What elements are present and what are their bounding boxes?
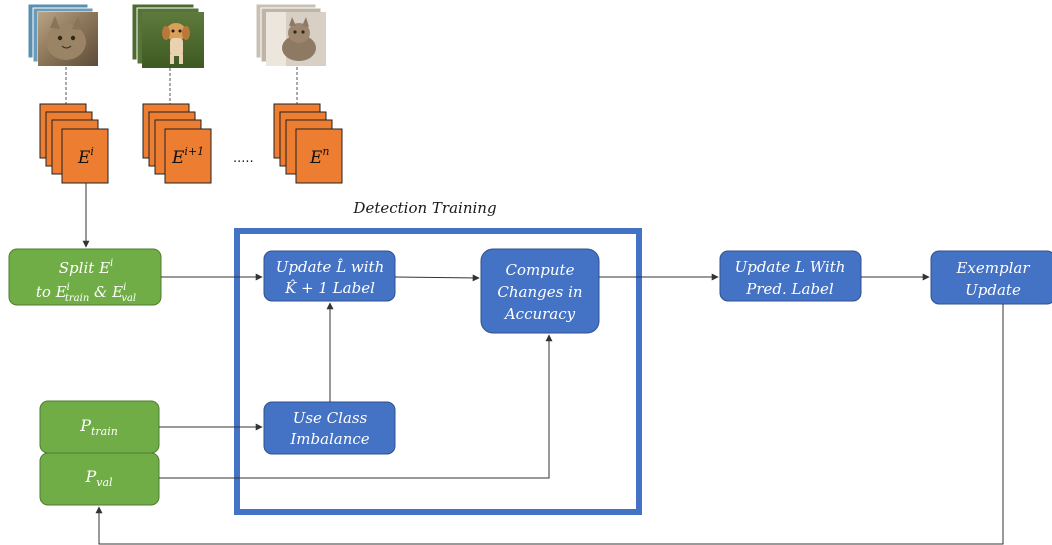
cat-photo-stack <box>27 3 99 67</box>
section-title: Detection Training <box>352 199 496 217</box>
update-l-line2: Pred. Label <box>745 280 834 298</box>
arrow-update-lhat-to-compute <box>394 274 480 282</box>
class-imbalance-line1: Use Class <box>293 409 368 427</box>
update-lhat-box: Update L̂ with K̂ + 1 Label <box>263 250 396 302</box>
ellipsis: ..... <box>233 151 254 166</box>
arrow-pval-to-compute <box>159 334 553 479</box>
split-box-line1: Split Ei <box>59 258 113 277</box>
arrow-exemplar-to-pval <box>95 304 1004 545</box>
cat-photo-stack-2 <box>255 3 326 66</box>
update-l-box: Update L With Pred. Label <box>719 250 862 302</box>
exemplar-line2: Update <box>965 281 1021 299</box>
p-train-box: Ptrain <box>39 400 160 454</box>
compute-box: Compute Changes in Accuracy <box>480 248 600 334</box>
class-imbalance-line2: Imbalance <box>289 430 369 448</box>
compute-line2: Changes in <box>497 283 582 301</box>
dog-photo-stack <box>131 3 204 68</box>
stack-label-third-base: E <box>309 148 323 168</box>
p-val-label: Pval <box>84 467 113 489</box>
class-imbalance-box: Use Class Imbalance <box>263 401 396 455</box>
update-lhat-line1: Update L̂ with <box>276 258 385 276</box>
feature-stack-third: En <box>273 103 343 184</box>
exemplar-line1: Exemplar <box>955 259 1030 277</box>
stack-label-third-sup: n <box>322 145 329 158</box>
stack-label-first-sup: i <box>90 145 94 158</box>
svg-text:Ei+1: Ei+1 <box>171 145 204 168</box>
svg-text:En: En <box>309 145 330 168</box>
svg-text:Ei: Ei <box>77 145 94 168</box>
p-val-box: Pval <box>39 452 160 506</box>
stack-label-second-sup: i+1 <box>184 145 204 158</box>
update-l-line1: Update L With <box>735 258 846 276</box>
exemplar-box: Exemplar Update <box>930 250 1052 305</box>
p-train-label: Ptrain <box>79 416 118 438</box>
compute-line1: Compute <box>506 261 575 279</box>
update-lhat-line2: K̂ + 1 Label <box>284 279 375 297</box>
stack-label-first-base: E <box>77 148 91 168</box>
feature-stack-second: Ei+1 <box>142 103 212 184</box>
compute-line3: Accuracy <box>503 305 576 323</box>
feature-stack-first: Ei <box>39 103 109 184</box>
stack-label-second-base: E <box>171 148 185 168</box>
detection-training-frame <box>234 228 642 515</box>
